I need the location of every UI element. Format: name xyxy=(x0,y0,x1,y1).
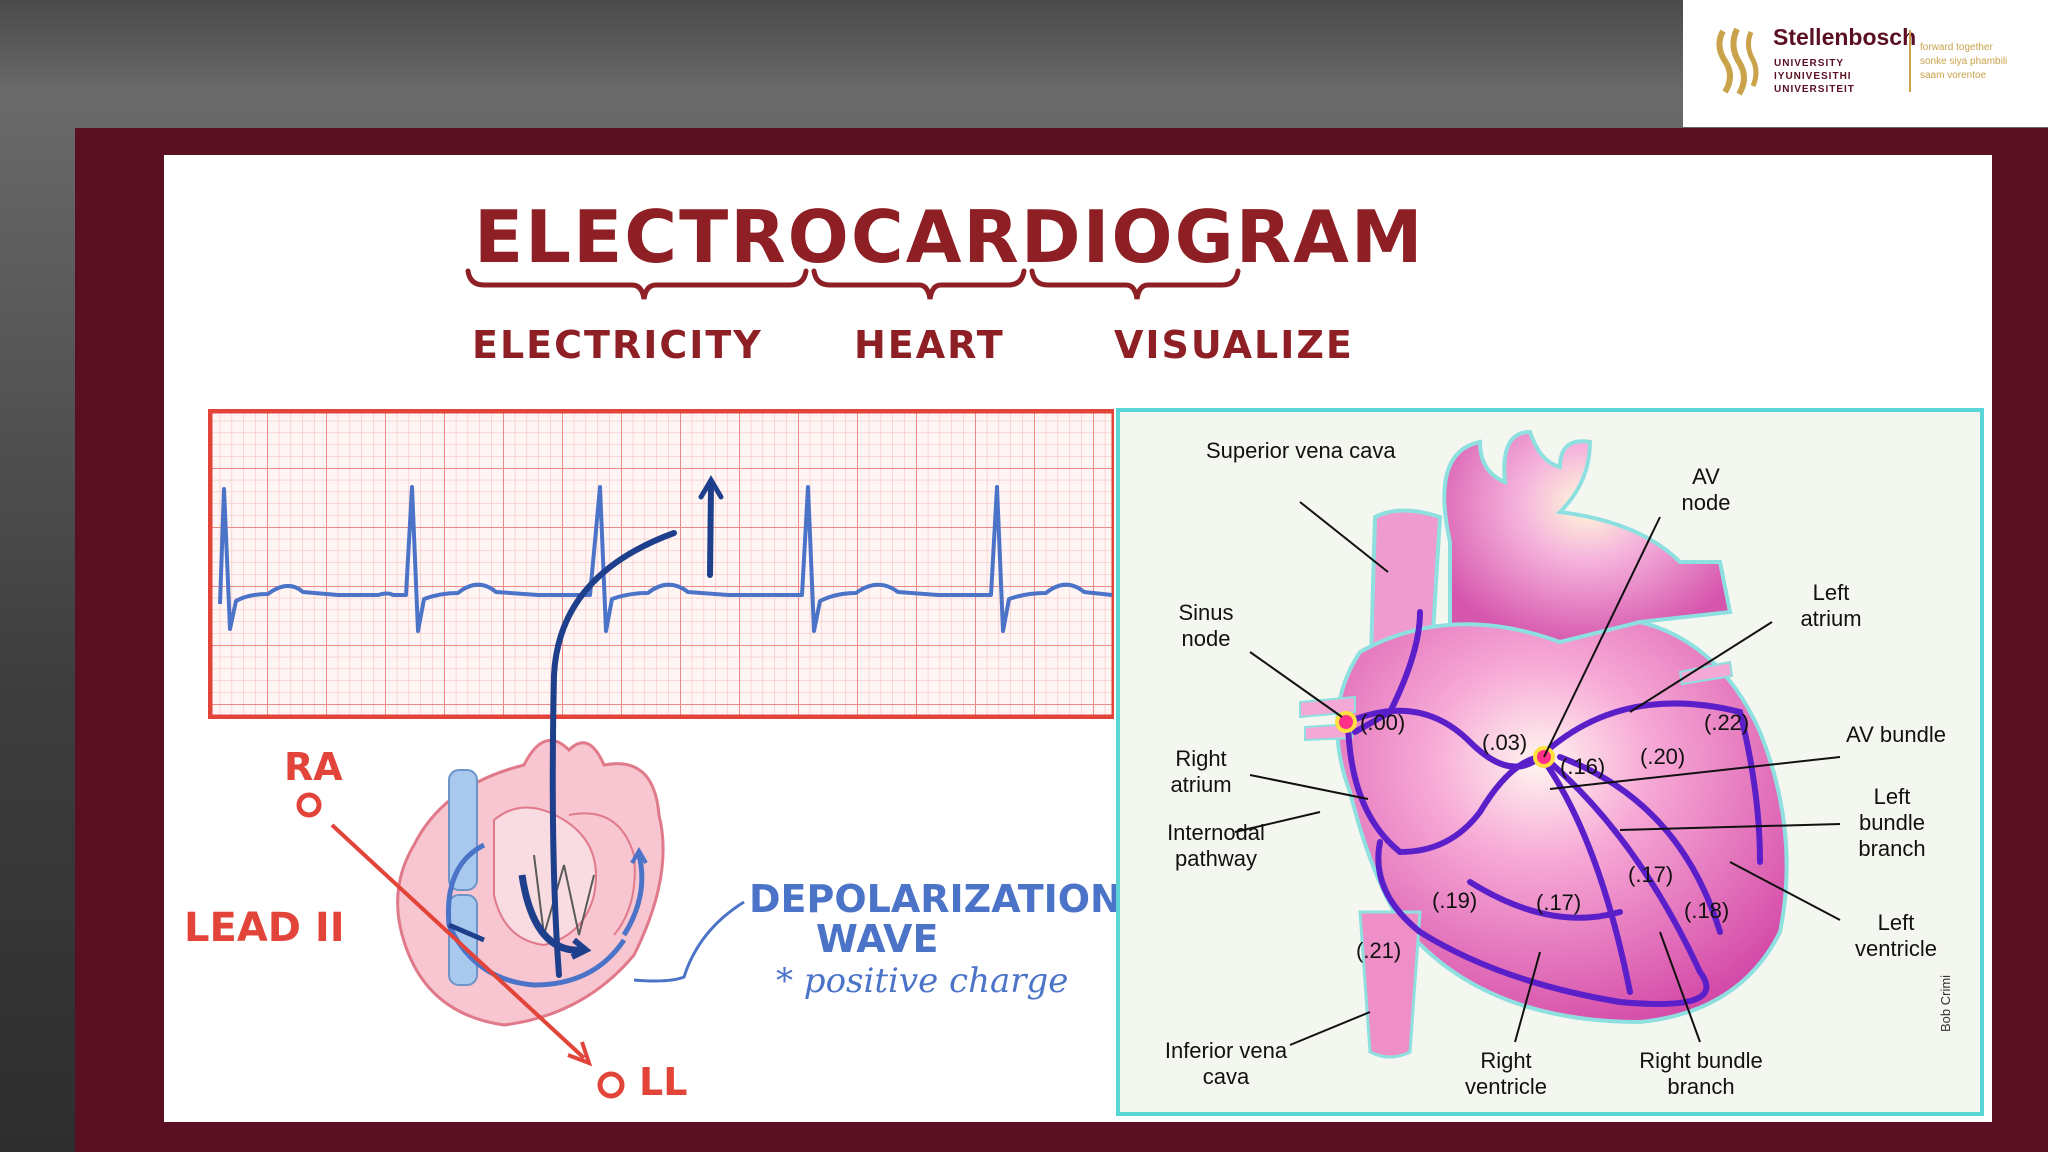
label-left-bundle-branch: Left bundle branch xyxy=(1858,784,1926,861)
label-left-atrium: Left atrium xyxy=(1800,580,1862,631)
university-logo: Stellenbosch UNIVERSITY IYUNIVESITHI UNI… xyxy=(1683,0,2048,127)
illustrator-credit: Bob Crimi xyxy=(1938,974,1953,1032)
label-right-atrium: Right atrium xyxy=(1170,746,1232,797)
etymology-brackets xyxy=(465,268,1241,300)
conduction-heart-drawing xyxy=(1234,429,1841,1059)
slide-content: ELECTROCARDIOGRAM ELECTRICITY HEART VISU… xyxy=(164,155,1992,1122)
label-av-bundle: AV bundle xyxy=(1846,722,1946,747)
etymology-electricity: ELECTRICITY xyxy=(472,323,763,367)
ra-electrode-icon xyxy=(296,792,322,818)
label-lead-ii: LEAD II xyxy=(184,905,345,951)
charge-note: * positive charge xyxy=(776,961,1069,1001)
logo-line: IYUNIVESITHI xyxy=(1774,71,1852,82)
logo-tagline: sonke siya phambili xyxy=(1920,56,2008,67)
label-internodal-pathway: Internodal pathway xyxy=(1167,820,1265,871)
conduction-diagram: Superior vena cava AV node Left atrium S… xyxy=(1116,408,1984,1116)
timing-septum: (.17) xyxy=(1536,890,1582,915)
timing-sinus: (.00) xyxy=(1360,710,1406,735)
label-sinus-node: Sinus node xyxy=(1178,600,1234,651)
ll-electrode-icon xyxy=(597,1071,625,1099)
label-superior-vena-cava: Superior vena cava xyxy=(1206,438,1396,463)
label-av-node: AV node xyxy=(1681,464,1731,515)
timing-lv-upper: (.17) xyxy=(1628,862,1674,887)
logo-tagline: saam vorentoe xyxy=(1920,70,1987,81)
label-ra: RA xyxy=(284,745,343,789)
timing-rv-low: (.21) xyxy=(1356,938,1402,963)
label-left-ventricle: Left ventricle xyxy=(1855,910,1937,961)
ecg-strip xyxy=(208,409,1114,719)
etymology-visualize: VISUALIZE xyxy=(1114,323,1354,367)
timing-left-upper: (.22) xyxy=(1704,710,1750,735)
university-crest-icon xyxy=(1716,27,1759,96)
wave-label-line1: DEPOLARIZATION xyxy=(749,877,1122,921)
annotation-arrows xyxy=(330,475,745,1067)
wave-label-line2: WAVE xyxy=(816,917,939,961)
logo-name: Stellenbosch xyxy=(1773,24,1917,50)
label-ll: LL xyxy=(639,1060,688,1104)
slide-title: ELECTROCARDIOGRAM xyxy=(474,195,1425,279)
logo-line: UNIVERSITEIT xyxy=(1774,84,1855,95)
timing-internodal: (.03) xyxy=(1482,730,1528,755)
label-right-bundle-branch: Right bundle branch xyxy=(1639,1048,1763,1099)
timing-bundle: (.20) xyxy=(1640,744,1686,769)
timing-rv-left: (.19) xyxy=(1432,888,1478,913)
timing-av-node: (.16) xyxy=(1560,754,1606,779)
logo-tagline: forward together xyxy=(1920,42,1993,53)
etymology-heart: HEART xyxy=(854,323,1005,367)
timing-lv: (.18) xyxy=(1684,898,1730,923)
logo-divider xyxy=(1909,30,1911,92)
label-right-ventricle: Right ventricle xyxy=(1465,1048,1547,1099)
label-inferior-vena-cava: Inferior vena cava xyxy=(1164,1038,1288,1089)
logo-line: UNIVERSITY xyxy=(1774,58,1845,69)
